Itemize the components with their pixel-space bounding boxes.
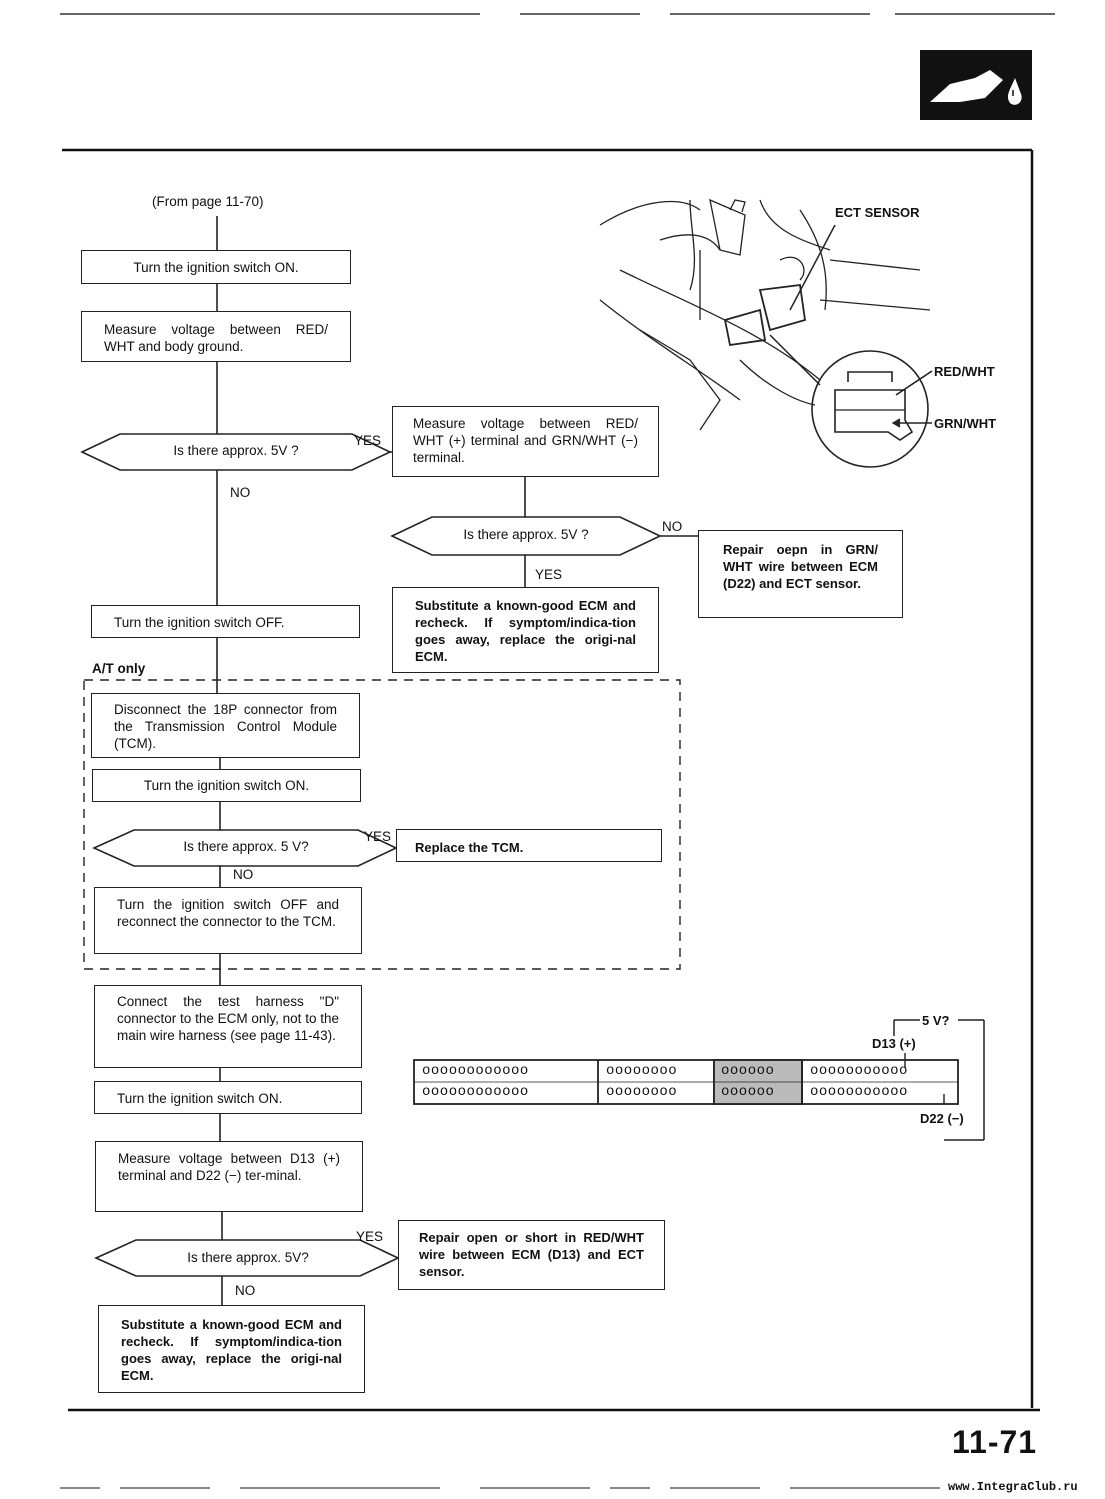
ect-sensor-illustration — [599, 198, 933, 468]
ecm-connector-diagram — [413, 1019, 985, 1141]
d22-label: D22 (−) — [920, 1111, 964, 1126]
step-substitute-ecm-2: Substitute a known-good ECM and recheck.… — [98, 1305, 365, 1393]
yes-label-1: YES — [354, 433, 382, 448]
fuel-system-icon — [920, 50, 1032, 120]
pin-row-2-block-3: oooooo — [721, 1084, 775, 1100]
no-label-1: NO — [230, 485, 251, 500]
d13-label: D13 (+) — [872, 1036, 916, 1051]
pin-row-2-block-1: oooooooooooo — [422, 1084, 529, 1100]
pin-row-1-block-1: oooooooooooo — [422, 1063, 529, 1079]
decision-3-text: Is there approx. 5 V? — [183, 839, 309, 854]
step-repair-red-wht: Repair open or short in RED/WHT wire bet… — [398, 1220, 665, 1290]
step-ignition-on-2: Turn the ignition switch ON. — [92, 769, 361, 802]
yes-label-3: YES — [364, 829, 392, 844]
step-replace-tcm: Replace the TCM. — [396, 829, 662, 862]
yes-label-4: YES — [356, 1229, 384, 1244]
step-ignition-on-1: Turn the ignition switch ON. — [81, 250, 351, 284]
step-substitute-ecm-1: Substitute a known-good ECM and recheck.… — [392, 587, 659, 673]
footer-site: www.IntegraClub.ru — [948, 1480, 1078, 1494]
step-measure-red-grn: Measure voltage between RED/ WHT (+) ter… — [392, 406, 659, 477]
step-reconnect-tcm: Turn the ignition switch OFF and reconne… — [94, 887, 362, 954]
red-wht-label: RED/WHT — [934, 364, 995, 379]
step-ignition-on-3: Turn the ignition switch ON. — [94, 1081, 362, 1114]
decision-4-text: Is there approx. 5V? — [187, 1250, 309, 1265]
from-page-note: (From page 11-70) — [152, 194, 264, 209]
pin-row-1-block-3: oooooo — [721, 1063, 775, 1079]
step-ignition-off: Turn the ignition switch OFF. — [91, 605, 360, 638]
step-measure-d13-d22: Measure voltage between D13 (+) terminal… — [95, 1141, 363, 1212]
pin-row-1-block-4: ooooooooooo — [810, 1063, 908, 1079]
decision-2-text: Is there approx. 5V ? — [463, 527, 589, 542]
pin-row-2-block-4: ooooooooooo — [810, 1084, 908, 1100]
ect-sensor-label: ECT SENSOR — [835, 205, 920, 220]
pin-row-1-block-2: oooooooo — [606, 1063, 678, 1079]
step-disconnect-tcm: Disconnect the 18P connector from the Tr… — [91, 693, 360, 758]
step-measure-body-ground: Measure voltage between RED/ WHT and bod… — [81, 311, 351, 362]
decision-1-text: Is there approx. 5V ? — [173, 443, 299, 458]
page-number: 11-71 — [952, 1424, 1038, 1460]
no-label-2: NO — [662, 519, 683, 534]
step-connect-test-harness: Connect the test harness "D" connector t… — [94, 985, 362, 1068]
no-label-3: NO — [233, 867, 254, 882]
step-repair-grn-wht: Repair oepn in GRN/ WHT wire between ECM… — [698, 530, 903, 618]
at-only-label: A/T only — [92, 661, 146, 676]
grn-wht-label: GRN/WHT — [934, 416, 997, 431]
yes-label-2: YES — [535, 567, 563, 582]
pin-row-2-block-2: oooooooo — [606, 1084, 678, 1100]
no-label-4: NO — [235, 1283, 256, 1298]
five-volt-label: 5 V? — [922, 1013, 950, 1028]
